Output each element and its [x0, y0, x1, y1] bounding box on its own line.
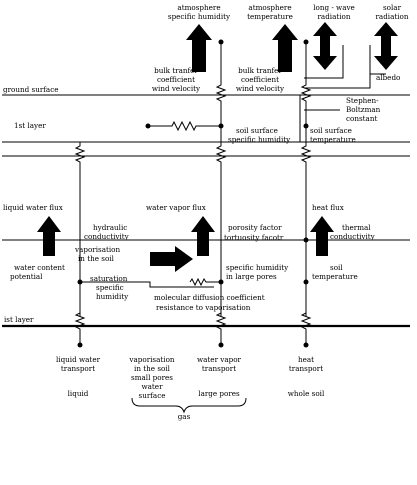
saturation-line-1: saturation	[90, 274, 128, 283]
specific-humidity-large-1: specific humidity	[226, 263, 289, 272]
liquid-transport-1: liquid water	[56, 355, 101, 364]
solar-label-1: solar	[383, 3, 402, 12]
solar-double-arrow	[374, 22, 398, 70]
water-surface-1: water	[141, 382, 163, 391]
soil-surface-humidity-2: specific humidity	[228, 135, 291, 144]
soil-surface-humidity-1: soil surface	[236, 126, 278, 135]
vapor-surface-resistor	[215, 82, 227, 104]
liquid-resistor-1	[74, 142, 86, 165]
water-vapor-flux-label: water vapor flux	[146, 203, 206, 212]
water-vapor-transport-1: water vapor	[197, 355, 242, 364]
vaporisation-small-resistor	[189, 277, 219, 287]
vaporisation-right-arrow	[150, 246, 193, 272]
bulk2-line-2: coefficient	[241, 75, 279, 84]
vapor-top-node	[218, 39, 224, 45]
vapor-flux-up-arrow	[191, 216, 215, 256]
first-layer-resistor	[148, 120, 219, 132]
hydraulic-line-2: conductivity	[84, 232, 130, 241]
saturation-line-2: specific	[96, 283, 124, 292]
gas-label: gas	[178, 412, 191, 421]
longwave-link	[304, 45, 344, 79]
vaporisation-transport-2: in the soil	[134, 364, 171, 373]
first-layer-label: 1st layer	[14, 121, 46, 130]
saturation-line-3: humidity	[96, 292, 129, 301]
heat-resistor-2	[300, 310, 312, 332]
bulk2-line-1: bulk tranfer	[238, 66, 282, 75]
vaporisation-line-1: vaporisation	[74, 245, 120, 254]
vaporisation-resistor	[80, 281, 214, 288]
longwave-double-arrow	[313, 22, 337, 70]
water-content-line-1: water content	[14, 263, 65, 272]
ground-surface-label: ground surface	[3, 85, 59, 94]
ist-layer-label: ist layer	[4, 315, 34, 324]
solar-label-2: radiation	[375, 12, 408, 21]
tortuosity-label: tortuosity facotr	[224, 233, 284, 242]
porosity-label: porosity factor	[228, 223, 282, 232]
resistance-vaporisation-label: resistance to vaporisation	[156, 303, 251, 312]
gas-brace	[131, 397, 247, 414]
first-layer-heat-node	[303, 123, 309, 129]
hydraulic-line-1: hydraulic	[93, 223, 127, 232]
temperature-up-arrow	[272, 24, 298, 72]
bulk1-line-2: coefficient	[157, 75, 195, 84]
solar-node-link	[304, 74, 371, 89]
longwave-label-2: radiation	[317, 12, 350, 21]
vapor-bottom-node	[218, 342, 224, 348]
liquid-transport-2: transport	[61, 364, 95, 373]
soil-temp-line-1: soil	[330, 263, 343, 272]
small-pores-label: small pores	[131, 373, 173, 382]
liquid-label: liquid	[68, 389, 89, 398]
heat-top-node	[303, 39, 309, 45]
liquid-flux-up-arrow	[37, 216, 61, 256]
heat-transport-1: heat	[298, 355, 314, 364]
whole-soil-label: whole soil	[288, 389, 325, 398]
thermal-line-2: conductivity	[330, 232, 376, 241]
thermal-line-1: thermal	[342, 223, 371, 232]
soil-surface-temp-2: temperature	[310, 135, 356, 144]
soil-temp-line-2: temperature	[312, 272, 358, 281]
atmosphere-humidity-label-2: specific humidity	[168, 12, 231, 21]
liquid-bottom-node	[77, 342, 83, 348]
water-content-line-2: potential	[10, 272, 43, 281]
vaporisation-line-2: in the soil	[78, 254, 115, 263]
heat-transport-2: transport	[289, 364, 323, 373]
bulk1-line-3: wind velocity	[152, 84, 201, 93]
atmosphere-temperature-label-2: temperature	[247, 12, 293, 21]
albedo-label: albedo	[376, 73, 400, 82]
boltzman-line-3: constant	[346, 114, 377, 123]
heat-resistor-1	[300, 142, 312, 165]
bulk1-line-1: bulk tranfer	[154, 66, 198, 75]
first-layer-vapor-node	[218, 123, 224, 129]
water-vapor-transport-2: transport	[202, 364, 236, 373]
boltzman-line-2: Boltzman	[346, 105, 381, 114]
humidity-up-arrow	[186, 24, 212, 72]
water-surface-2: surface	[139, 391, 166, 400]
vaporisation-transport-1: vaporisation	[128, 355, 174, 364]
heat-surface-resistor	[300, 82, 312, 104]
large-pores-label: large pores	[198, 389, 240, 398]
liquid-resistor-2	[74, 310, 86, 332]
boltzman-line-1: Stephen-	[346, 96, 379, 105]
atmosphere-humidity-label-1: atmosphere	[177, 3, 220, 12]
molecular-diffusion-label: molecular diffusion coefficient	[154, 293, 265, 302]
soil-surface-temp-1: soil surface	[310, 126, 352, 135]
heat-flux-up-arrow	[310, 216, 334, 256]
specific-humidity-large-2: in large pores	[226, 272, 277, 281]
bulk2-line-3: wind velocity	[236, 84, 285, 93]
liquid-water-flux-label: liquid water flux	[3, 203, 63, 212]
heat-flux-label: heat flux	[312, 203, 344, 212]
longwave-label-1: long - wave	[313, 3, 355, 12]
heat-bottom-node	[303, 342, 309, 348]
vapor-resistor-1	[215, 142, 227, 165]
atmosphere-temperature-label-1: atmosphere	[248, 3, 291, 12]
vapor-resistor-2	[215, 310, 227, 332]
